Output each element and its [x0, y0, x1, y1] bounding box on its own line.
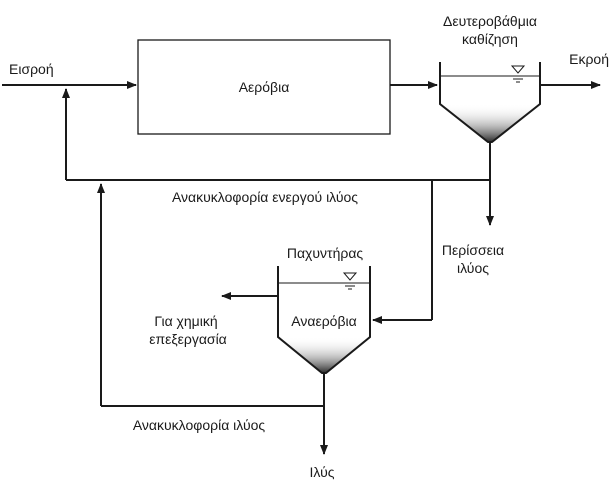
chemical-treatment-label-line1: Για χημική: [154, 313, 217, 329]
water-level-icon: [342, 272, 358, 290]
sludge-label: Ιλύς: [310, 464, 335, 480]
secondary-settling-tank: [439, 62, 541, 143]
effluent-label: Εκροή: [569, 51, 609, 67]
secondary-settling-label-line2: καθίζηση: [462, 31, 518, 47]
excess-sludge-label-line2: ιλύος: [457, 260, 489, 276]
anaerobic-label: Αναερόβια: [291, 313, 356, 329]
aerobic-reactor: [137, 39, 391, 135]
excess-sludge-label-line1: Περίσσεια: [442, 242, 504, 258]
sludge-recycle-label: Ανακυκλοφορία ιλύος: [133, 417, 266, 433]
thickener-label: Παχυντήρας: [287, 245, 364, 261]
water-level-icon: [510, 65, 526, 83]
aerobic-label: Αερόβια: [239, 79, 290, 95]
chemical-treatment-label-line2: επεξεργασία: [149, 331, 227, 347]
secondary-settling-label-line1: Δευτεροβάθμια: [443, 13, 537, 29]
activated-sludge-recycle-label: Ανακυκλοφορία ενεργού ιλύος: [172, 189, 358, 205]
influent-label: Εισροή: [9, 61, 54, 77]
